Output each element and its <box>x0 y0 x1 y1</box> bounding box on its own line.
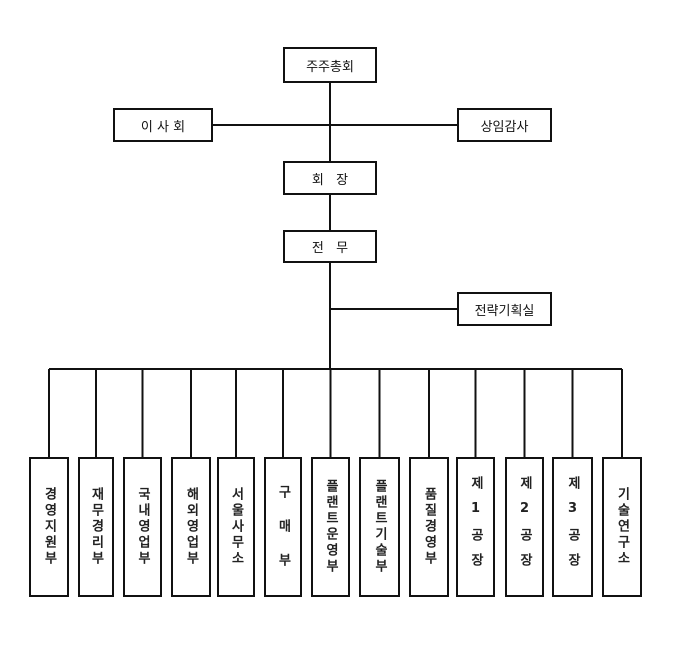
department-box: 경영지원부 <box>29 457 69 597</box>
department-box: 제2공장 <box>505 457 544 597</box>
shareholders-label: 주주총회 <box>306 59 354 75</box>
department-box: 기술연구소 <box>602 457 642 597</box>
strategy-label: 전략기획실 <box>474 303 535 319</box>
chairman-box: 회 장 <box>283 161 377 195</box>
department-box: 제3공장 <box>552 457 593 597</box>
board-box: 이 사 회 <box>113 108 213 142</box>
department-label: 해외영업부 <box>183 487 199 567</box>
board-label: 이 사 회 <box>140 119 186 135</box>
department-label: 플랜트기술부 <box>372 479 387 575</box>
department-label: 제1공장 <box>468 476 483 578</box>
department-box: 플랜트운영부 <box>311 457 350 597</box>
department-box: 재무경리부 <box>78 457 114 597</box>
department-box: 플랜트기술부 <box>359 457 400 597</box>
department-label: 구 매 부 <box>275 485 291 569</box>
department-box: 서울사무소 <box>217 457 255 597</box>
department-label: 재무경리부 <box>88 487 104 567</box>
department-box: 구 매 부 <box>264 457 302 597</box>
department-box: 품질경영부 <box>409 457 449 597</box>
department-label: 품질경영부 <box>421 487 437 567</box>
department-box: 국내영업부 <box>123 457 162 597</box>
shareholders-box: 주주총회 <box>283 47 377 83</box>
executive-box: 전 무 <box>283 230 377 263</box>
department-label: 국내영업부 <box>135 487 150 567</box>
department-label: 제2공장 <box>517 476 532 578</box>
auditor-box: 상임감사 <box>457 108 552 142</box>
strategy-box: 전략기획실 <box>457 292 552 326</box>
department-label: 제3공장 <box>565 476 580 578</box>
department-label: 경영지원부 <box>41 487 57 567</box>
chairman-label: 회 장 <box>311 172 349 188</box>
department-box: 제1공장 <box>456 457 495 597</box>
department-label: 서울사무소 <box>228 487 244 567</box>
executive-label: 전 무 <box>311 241 349 256</box>
auditor-label: 상임감사 <box>480 119 529 135</box>
department-box: 해외영업부 <box>171 457 211 597</box>
department-label: 플랜트운영부 <box>323 479 338 575</box>
department-label: 기술연구소 <box>614 487 630 567</box>
